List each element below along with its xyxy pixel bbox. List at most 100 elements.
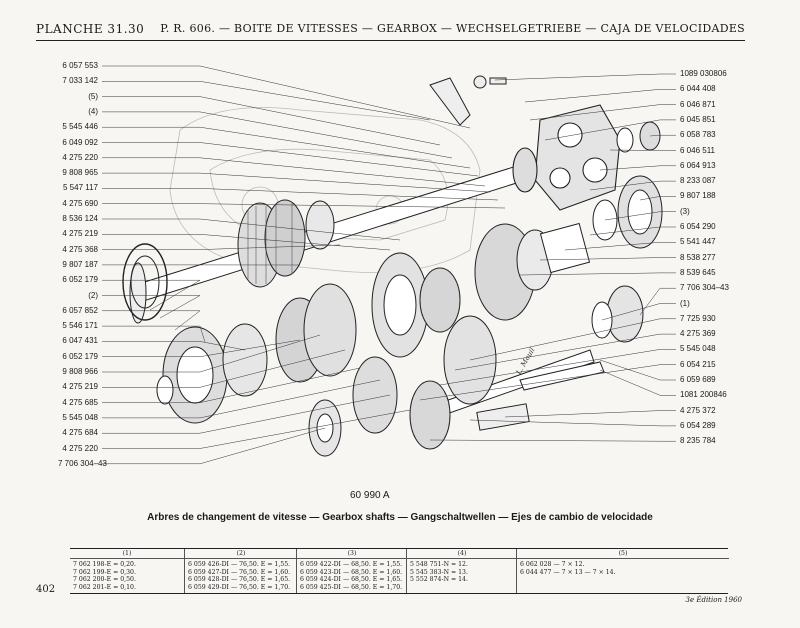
part-number-label: 1081 200846 bbox=[680, 390, 727, 400]
leader-line bbox=[102, 341, 246, 351]
leader-line bbox=[102, 188, 499, 201]
part-number-label: 6 047 431 bbox=[62, 336, 98, 346]
part-number-label: 9 807 188 bbox=[680, 191, 716, 201]
leader-line bbox=[599, 369, 676, 396]
page-number: 402 bbox=[36, 584, 56, 595]
part-number-label: 8 235 784 bbox=[680, 436, 716, 446]
leader-line bbox=[102, 96, 441, 146]
part-number-label: 6 064 913 bbox=[680, 160, 716, 170]
table-col-3: (3) 6 059 422-DI — 68,50. E = 1,55. 6 05… bbox=[296, 549, 407, 593]
part-number-label: 6 045 851 bbox=[680, 114, 716, 124]
table-cell: 6 059 425-DI — 68,50. E = 1,70. bbox=[300, 583, 403, 591]
part-number-label: 9 808 965 bbox=[62, 168, 98, 178]
sliding-fork bbox=[429, 75, 507, 126]
part-number-label: (5) bbox=[88, 91, 98, 101]
part-number-label: 8 233 087 bbox=[680, 176, 716, 186]
part-number-label: 4 275 219 bbox=[62, 229, 98, 239]
table-col-1: (1) 7 062 198-E = 0,20. 7 062 199-E = 0,… bbox=[70, 549, 184, 593]
leader-line bbox=[429, 439, 676, 442]
part-number-label: 4 275 684 bbox=[62, 428, 98, 438]
table-header: (2) bbox=[185, 549, 297, 559]
table-header: (3) bbox=[297, 549, 407, 559]
leader-line bbox=[102, 409, 411, 449]
leader-line bbox=[102, 244, 341, 250]
part-number-label: (1) bbox=[680, 298, 690, 308]
table-cell: 5 552 874-N = 14. bbox=[410, 576, 468, 583]
part-number-label: 5 545 048 bbox=[680, 344, 716, 354]
leader-line bbox=[102, 349, 346, 388]
part-number-label: 1089 030806 bbox=[680, 69, 727, 78]
table-cell: 6 044 477 — 7 × 13 — 7 × 14. bbox=[520, 568, 616, 576]
edition-note: 3e Édition 1960 bbox=[685, 596, 742, 604]
leader-line bbox=[494, 73, 676, 81]
part-number-label: 5 545 446 bbox=[62, 122, 98, 132]
part-number-label: 6 046 511 bbox=[680, 145, 715, 155]
part-number-label: (3) bbox=[680, 206, 690, 216]
plate-number: PLANCHE 31.30 bbox=[36, 22, 145, 36]
rear-cover bbox=[512, 104, 621, 211]
part-number-label: 5 545 048 bbox=[62, 412, 98, 422]
right-bearings bbox=[592, 121, 663, 249]
part-number-label: 4 275 690 bbox=[62, 198, 98, 208]
part-number-label: 4 275 368 bbox=[62, 244, 98, 254]
part-number-label: 7 706 304–43 bbox=[58, 458, 107, 468]
table-cell: 6 062 028 — 7 × 12. bbox=[520, 561, 585, 568]
part-number-label: 6 044 408 bbox=[680, 84, 716, 94]
leader-lines bbox=[102, 65, 676, 465]
leader-line bbox=[102, 334, 321, 373]
leader-line bbox=[102, 325, 206, 343]
leader-line bbox=[589, 180, 676, 191]
part-number-label: 4 275 220 bbox=[62, 443, 98, 453]
table-col-5: (5) 6 062 028 — 7 × 12. 6 044 477 — 7 × … bbox=[516, 549, 729, 593]
part-number-label: 7 033 142 bbox=[62, 76, 98, 86]
leader-line bbox=[544, 119, 676, 141]
figure-number: 60 990 A bbox=[350, 490, 390, 501]
part-number-label: (2) bbox=[88, 290, 98, 300]
table-cell: 6 059 423-DI — 68,50. E = 1,60. bbox=[300, 568, 403, 576]
leader-line bbox=[604, 211, 676, 221]
part-number-label: 5 546 171 bbox=[62, 321, 98, 331]
part-number-label: 6 058 783 bbox=[680, 130, 716, 140]
table-cell: 5 545 383-N = 13. bbox=[410, 568, 468, 576]
table-cell: 5 548 751-N = 12. bbox=[410, 561, 468, 568]
part-number-label: 6 052 179 bbox=[62, 351, 98, 361]
table-cell: 7 062 199-E = 0,30. bbox=[73, 568, 136, 576]
leader-line bbox=[639, 287, 676, 316]
part-number-label: 4 275 219 bbox=[62, 382, 98, 392]
leader-line bbox=[539, 257, 676, 261]
leader-line bbox=[564, 242, 676, 251]
part-number-label: 6 052 179 bbox=[62, 275, 98, 285]
leader-line bbox=[589, 226, 676, 236]
leader-line bbox=[102, 111, 453, 159]
leader-line bbox=[102, 427, 326, 465]
leader-line bbox=[639, 196, 676, 201]
part-number-label: 6 046 871 bbox=[680, 99, 716, 109]
leader-line bbox=[102, 65, 471, 129]
leader-line bbox=[102, 203, 506, 209]
part-number-label: 4 275 369 bbox=[680, 329, 716, 339]
table-cell: 6 059 422-DI — 68,50. E = 1,55. bbox=[300, 561, 403, 568]
leader-line bbox=[102, 295, 201, 319]
table-header: (4) bbox=[407, 549, 517, 559]
part-number-label: 8 538 277 bbox=[680, 252, 716, 262]
table-cell: 6 059 426-DI — 76,50. E = 1,55. bbox=[188, 561, 291, 568]
part-number-label: 4 275 220 bbox=[62, 152, 98, 162]
page-title: P. R. 606. — BOITE DE VITESSES — GEARBOX… bbox=[160, 22, 745, 35]
leader-line bbox=[102, 379, 381, 419]
part-number-label: 7 725 930 bbox=[680, 313, 716, 323]
leader-line bbox=[102, 367, 361, 403]
table-header: (1) bbox=[70, 549, 184, 559]
table-cell: 6 059 424-DI — 68,50. E = 1,65. bbox=[300, 576, 403, 583]
part-number-label: 7 706 304–43 bbox=[680, 283, 729, 293]
leader-line bbox=[102, 142, 479, 177]
leader-line bbox=[504, 410, 676, 418]
leader-line bbox=[529, 104, 676, 121]
leader-line bbox=[102, 339, 301, 357]
table-cell: 7 062 200-E = 0,50. bbox=[73, 576, 136, 583]
part-number-label: 9 807 187 bbox=[62, 259, 98, 269]
part-number-label: 6 049 092 bbox=[62, 137, 98, 147]
leader-line bbox=[599, 359, 676, 381]
leader-line bbox=[102, 157, 486, 187]
part-number-label: (4) bbox=[88, 106, 98, 116]
leader-line bbox=[439, 349, 676, 386]
